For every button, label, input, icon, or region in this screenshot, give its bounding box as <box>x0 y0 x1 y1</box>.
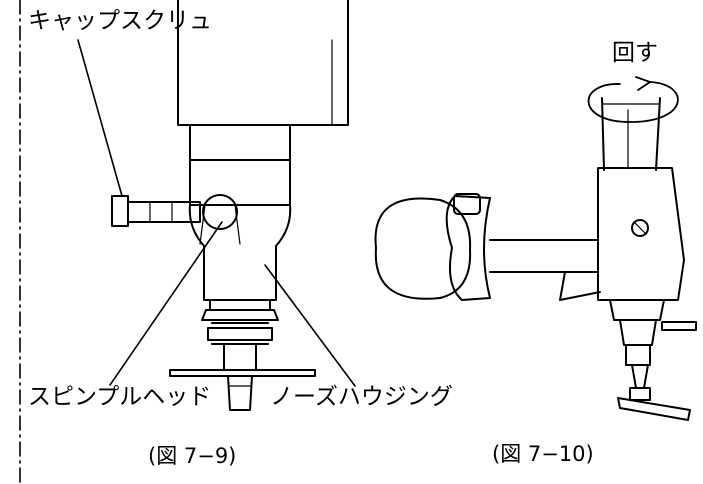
leader-nose-housing <box>264 264 356 387</box>
leader-cap-screw <box>77 39 123 197</box>
fig-7-9-drawing <box>77 0 356 411</box>
label-spindle-head: スピンプルヘッド <box>28 384 212 410</box>
label-nose-housing: ノーズハウジング <box>270 384 453 410</box>
caption-fig-7-10: (図 7−10) <box>492 442 594 466</box>
label-rotate: 回す <box>612 40 658 66</box>
label-cap-screw: キャップスクリュ <box>28 8 212 34</box>
caption-fig-7-9: (図 7−9) <box>148 444 237 468</box>
leader-spindle-head <box>109 221 223 386</box>
fig-7-10-drawing <box>374 76 697 421</box>
